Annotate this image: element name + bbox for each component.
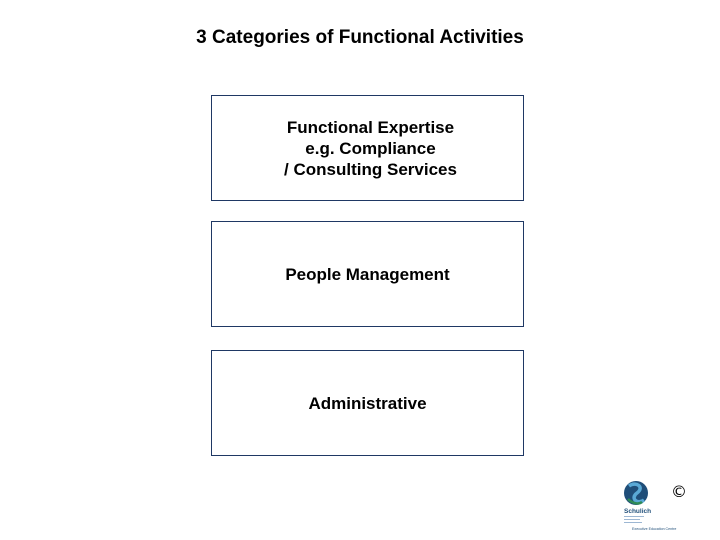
- category-box-functional-expertise: Functional Expertise e.g. Compliance / C…: [211, 95, 524, 201]
- category-label: People Management: [285, 264, 450, 284]
- category-label: Administrative: [308, 393, 427, 413]
- slide-title: 3 Categories of Functional Activities: [196, 27, 524, 48]
- category-box-administrative: Administrative: [211, 350, 524, 456]
- copyright-symbol: ©: [671, 482, 687, 501]
- logo-subtext: Executive Education Centre: [632, 527, 676, 531]
- category-box-people-management: People Management: [211, 221, 524, 327]
- logo-wordmark: Schulich: [624, 508, 651, 515]
- category-label: Functional Expertise e.g. Compliance / C…: [284, 117, 457, 179]
- schulich-logo: Schulich Executive Education Centre: [624, 481, 676, 531]
